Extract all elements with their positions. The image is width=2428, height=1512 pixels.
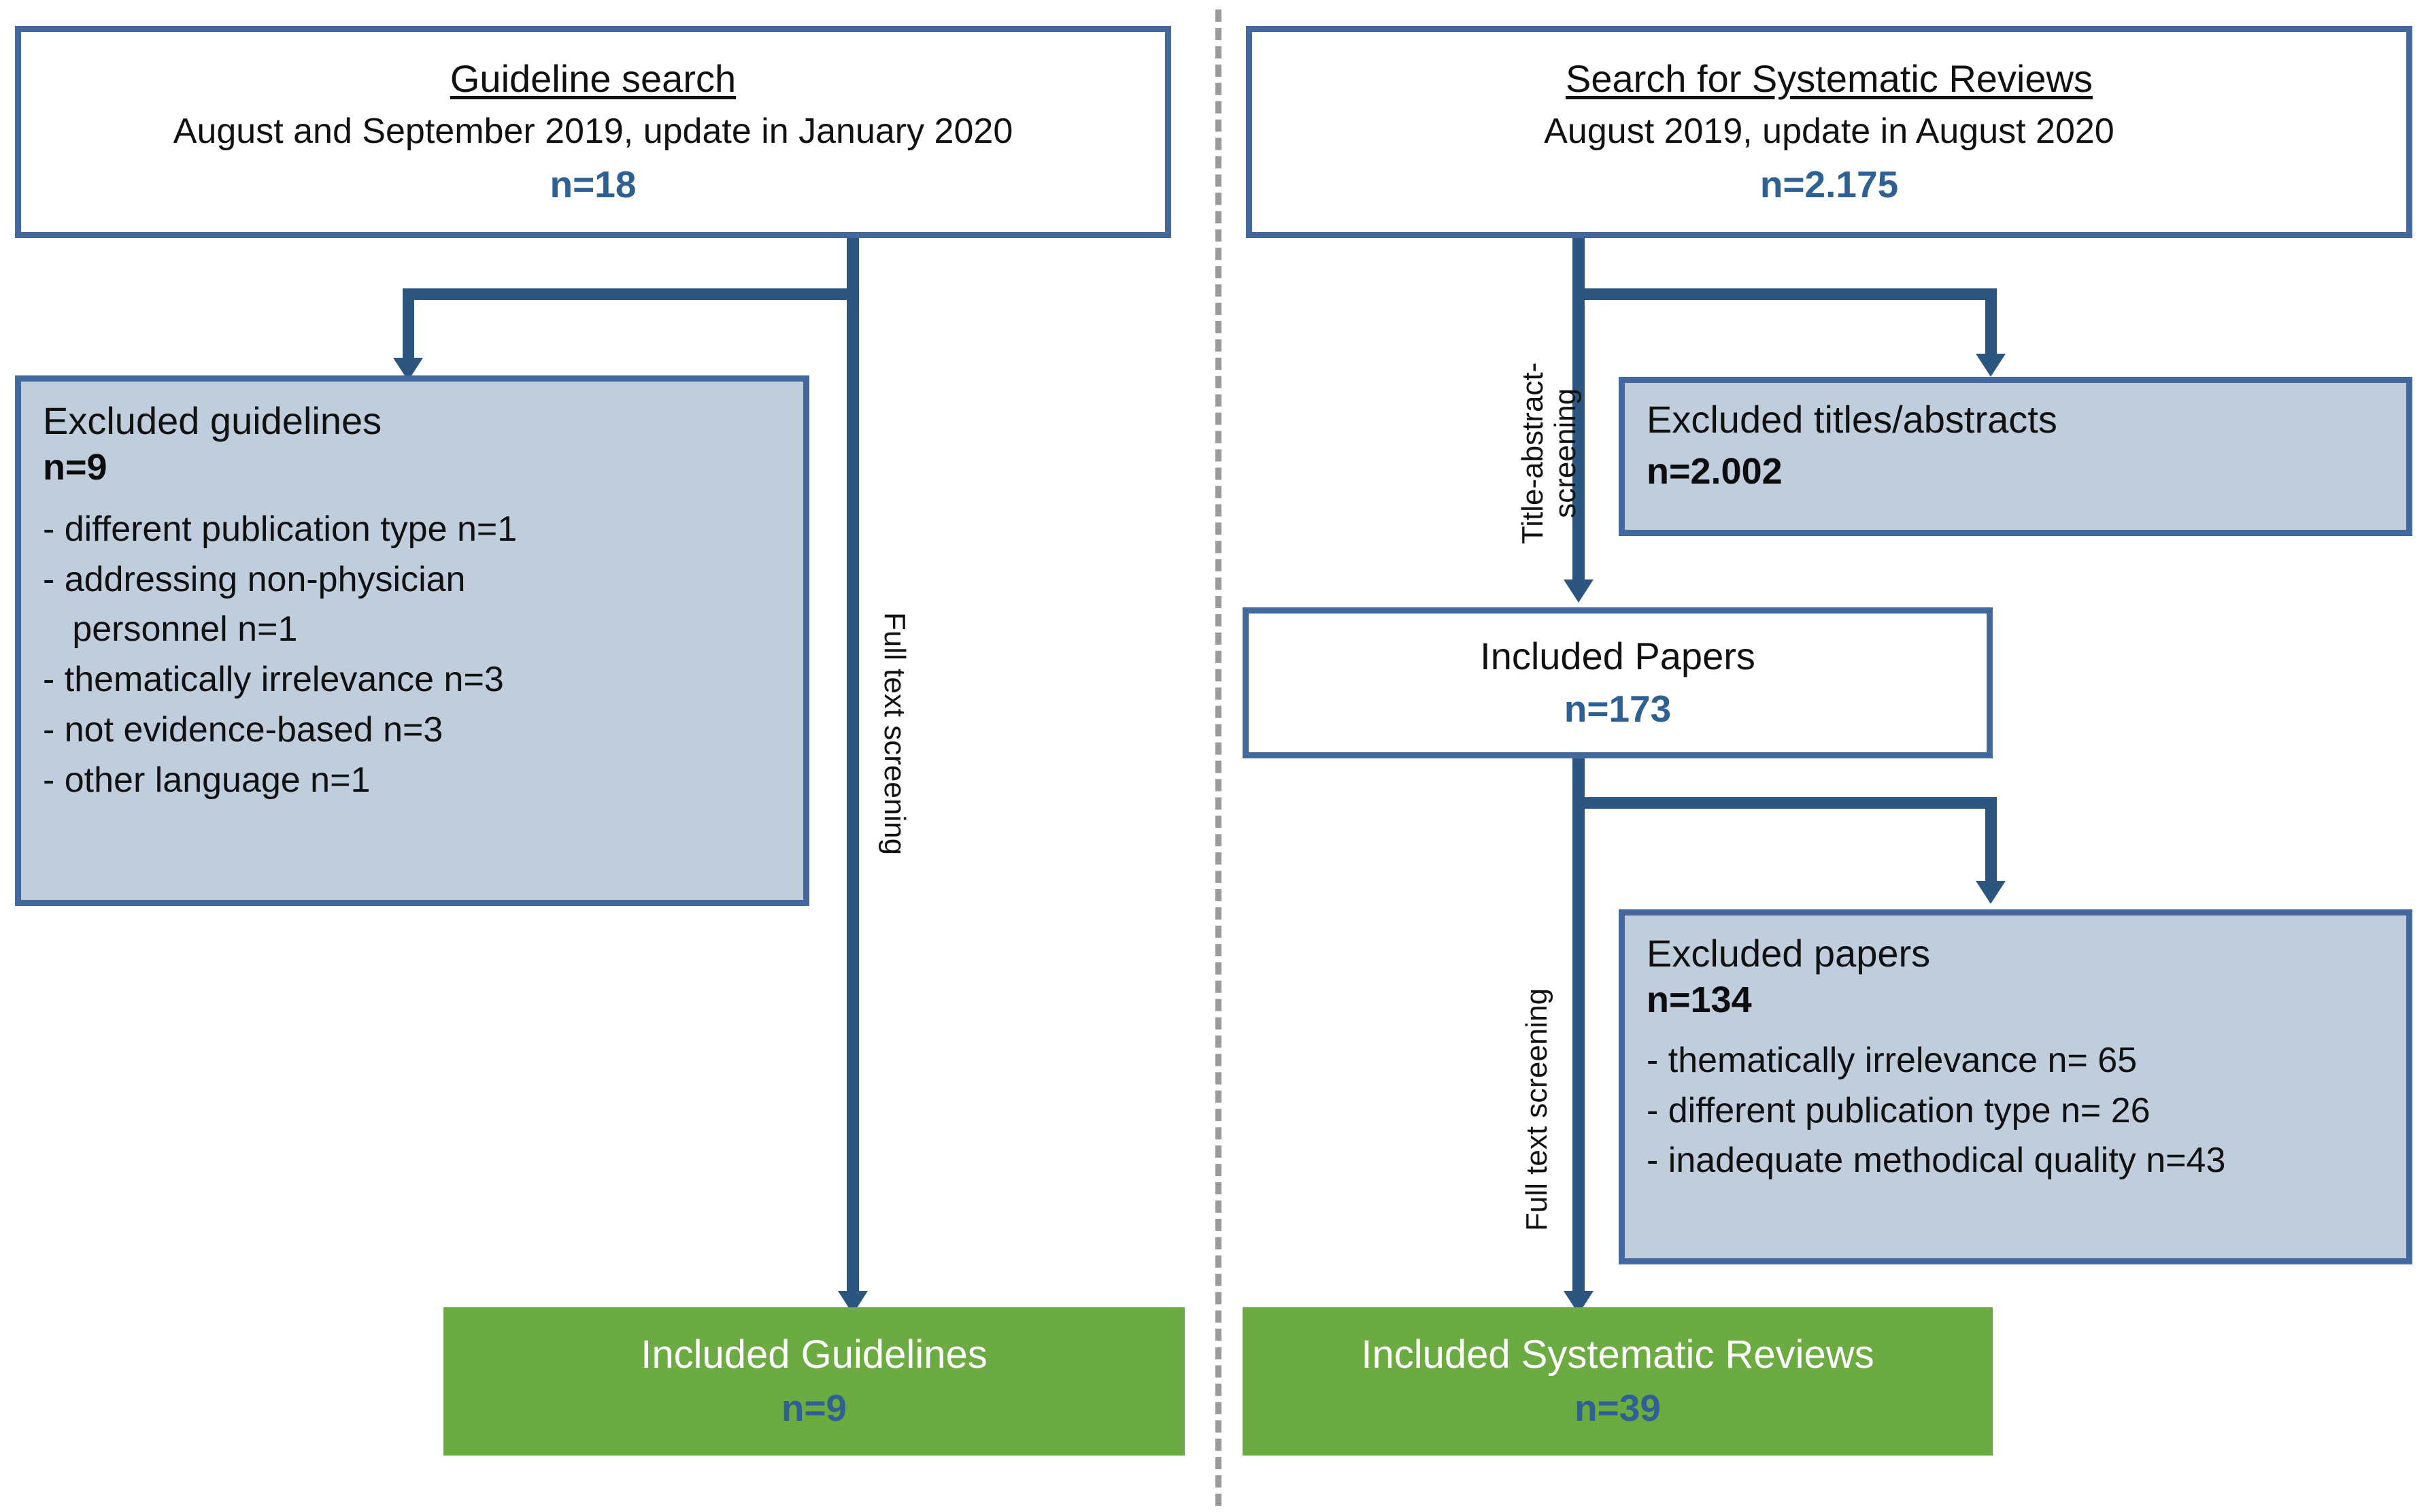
right-excluded-titles-count: n=2.002 xyxy=(1647,450,1783,492)
left-excluded-box: Excluded guidelines n=9 - different publ… xyxy=(15,375,809,906)
column-divider xyxy=(1215,10,1221,1506)
left-header-subtitle: August and September 2019, update in Jan… xyxy=(173,112,1013,152)
right-result-title: Included Systematic Reviews xyxy=(1361,1332,1874,1377)
right-trunk-line-2 xyxy=(1572,758,1585,1303)
right-included-papers-title: Included Papers xyxy=(1480,635,1755,678)
left-header-count: n=18 xyxy=(550,163,637,205)
right-excluded-papers-box: Excluded papers n=134 - thematically irr… xyxy=(1619,909,2412,1264)
left-full-text-screening-label: Full text screening xyxy=(878,612,911,856)
right-full-text-screening-label: Full text screening xyxy=(1520,988,1553,1231)
right-excluded-papers-reason: - thematically irrelevance n= 65 xyxy=(1647,1040,2138,1080)
right-excluded-papers-title: Excluded papers xyxy=(1647,932,1931,975)
left-header-box: Guideline search August and September 20… xyxy=(15,26,1171,238)
right-trunk-arrowhead-1 xyxy=(1564,579,1594,603)
right-header-subtitle: August 2019, update in August 2020 xyxy=(1544,112,2114,152)
right-branch1-arrowhead xyxy=(1976,354,2006,377)
left-header-title: Guideline search xyxy=(450,57,737,101)
left-branch-horizontal xyxy=(403,288,853,300)
left-excluded-reason: - other language n=1 xyxy=(43,760,371,800)
right-excluded-papers-reason: - different publication type n= 26 xyxy=(1647,1090,2151,1130)
right-result-count: n=39 xyxy=(1574,1386,1661,1429)
right-excluded-titles-title: Excluded titles/abstracts xyxy=(1647,398,2057,441)
left-excluded-reason: - not evidence-based n=3 xyxy=(43,709,443,750)
right-excluded-papers-reason: - inadequate methodical quality n=43 xyxy=(1647,1141,2226,1181)
title-abstract-screening-line1: Title-abstract- xyxy=(1516,362,1549,544)
right-included-papers-box: Included Papers n=173 xyxy=(1243,607,1993,758)
left-trunk-line xyxy=(847,238,859,1303)
right-included-papers-count: n=173 xyxy=(1564,688,1672,730)
left-excluded-reason: personnel n=1 xyxy=(43,609,298,650)
right-excluded-titles-box: Excluded titles/abstracts n=2.002 xyxy=(1619,377,2412,536)
right-branch1-vertical xyxy=(1985,288,1997,359)
left-excluded-title: Excluded guidelines xyxy=(43,399,382,442)
right-result-box: Included Systematic Reviews n=39 xyxy=(1243,1307,1993,1456)
left-result-box: Included Guidelines n=9 xyxy=(443,1307,1185,1456)
left-branch-vertical xyxy=(403,288,414,363)
left-result-count: n=9 xyxy=(781,1386,847,1429)
right-branch2-arrowhead xyxy=(1976,881,2006,904)
left-result-title: Included Guidelines xyxy=(641,1332,988,1377)
title-abstract-screening-label: Title-abstract- screening xyxy=(1516,362,1583,544)
right-header-count: n=2.175 xyxy=(1759,163,1899,205)
right-branch1-horizontal xyxy=(1572,288,1997,300)
right-branch2-vertical xyxy=(1985,797,1997,886)
right-header-title: Search for Systematic Reviews xyxy=(1566,57,2093,101)
left-excluded-reason: - different publication type n=1 xyxy=(43,509,518,549)
right-branch2-horizontal xyxy=(1572,797,1997,809)
left-excluded-count: n=9 xyxy=(43,446,107,488)
right-excluded-papers-count: n=134 xyxy=(1647,979,1752,1020)
title-abstract-screening-line2: screening xyxy=(1549,388,1583,518)
right-header-box: Search for Systematic Reviews August 201… xyxy=(1246,26,2412,238)
left-excluded-reason: - addressing non-physician xyxy=(43,559,466,599)
left-excluded-reason: - thematically irrelevance n=3 xyxy=(43,660,504,700)
right-trunk-line-1 xyxy=(1572,238,1585,584)
